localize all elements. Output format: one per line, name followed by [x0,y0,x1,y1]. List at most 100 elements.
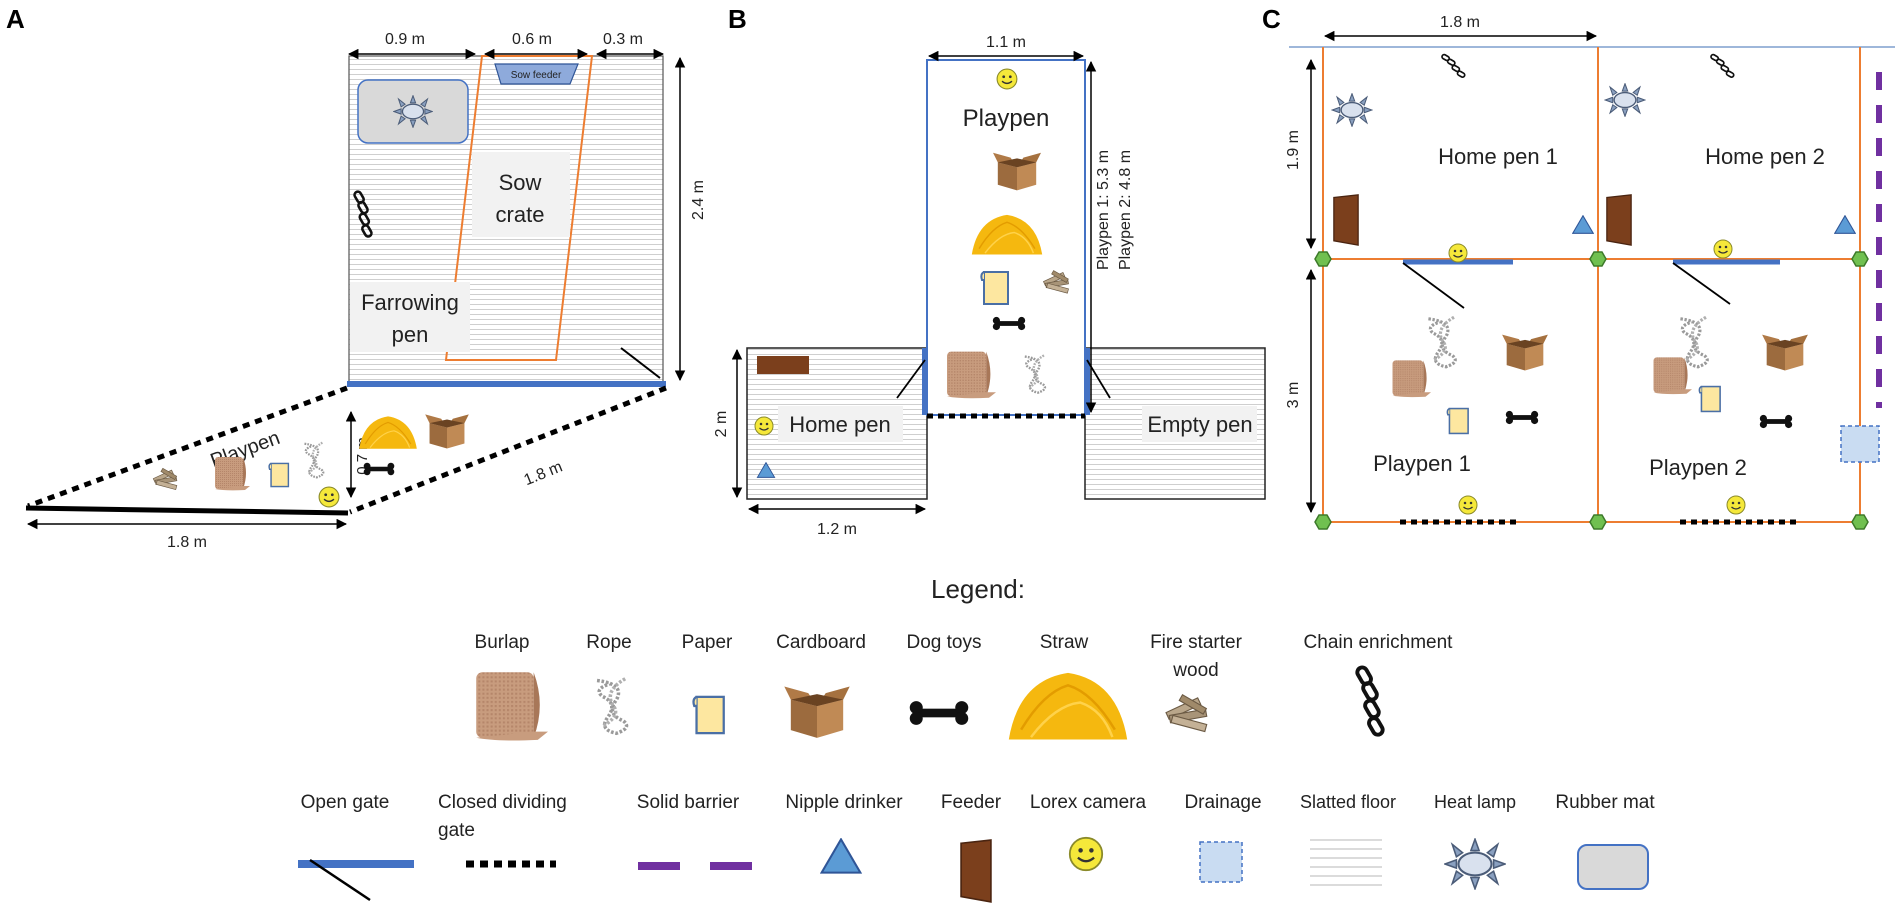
legend-title: Legend: [931,574,1025,604]
legend-cardboard-icon [784,686,850,738]
gate-swing-line [1672,262,1731,305]
legend-chain-icon [1356,666,1385,737]
sow-feeder-label: Sow feeder [511,70,562,81]
paper-icon [268,462,290,488]
legend-label: Chain enrichment [1304,632,1454,653]
closed-gate-a-left [27,385,348,509]
legend-label: Dog toys [907,632,982,653]
home-pen-1-label: Home pen 1 [1438,144,1558,169]
straw-icon [358,415,418,450]
legend-label: Closed dividing [438,792,567,813]
solid-wall-a [25,505,349,516]
playpen-1-label: Playpen 1 [1373,451,1471,476]
legend-label: Burlap [475,632,530,653]
legend-label: Drainage [1184,792,1261,813]
heat-lamp-icon [393,95,433,128]
heat-lamp-icon [1331,93,1373,127]
legend-feeder-icon [960,839,992,903]
rope-icon [303,441,325,479]
legend-label: Heat lamp [1434,792,1516,812]
dim-label: 1.2 m [817,521,857,538]
legend-burlap-icon [476,672,548,741]
sow-crate-label-1: Sow [499,170,542,195]
nipple-drinker-icon [1834,215,1856,234]
panel-label-b: B [728,4,747,34]
legend-rope-icon [595,676,629,736]
playpen-b-label: Playpen [963,105,1050,132]
legend-camera-icon [1068,836,1104,872]
dim-label: Playpen 1: 5.3 m [1095,150,1112,270]
legend-label: Lorex camera [1030,792,1147,813]
paper-icon [1446,407,1469,435]
legend-slatted-floor-icon [1310,839,1382,886]
sow-crate-label-bg [472,152,570,237]
panel-label-a: A [6,4,25,34]
farrowing-pen-label-1: Farrowing [361,290,459,315]
dog-toy-icon [363,462,395,476]
rope-icon [1426,315,1457,369]
dim-label: 2 m [713,411,730,438]
chain-icon [1707,47,1738,84]
burlap-icon [1653,357,1692,395]
legend-label: Nipple drinker [785,792,903,813]
dog-toy-icon [1759,414,1793,429]
post-markers [1314,251,1869,530]
cardboard-icon [993,152,1041,191]
camera-icon [318,486,340,508]
dim-label: 3 m [1285,382,1302,409]
burlap-icon [1392,360,1431,398]
legend-straw-icon [1007,671,1129,741]
empty-pen-label: Empty pen [1147,412,1252,437]
home-pen-b-label: Home pen [789,412,891,437]
heat-lamp-icon [1604,83,1646,117]
legend-dog-toy-icon [909,701,969,725]
dim-label: Playpen 2: 4.8 m [1117,150,1134,270]
feeder-icon [1606,194,1632,246]
dim-label: 1.9 m [1285,130,1302,170]
dim-label: 1.8 m [1440,14,1480,31]
camera-icon [1458,495,1478,515]
paper-icon [980,271,1009,305]
legend-label: Fire starter [1150,632,1243,653]
legend-label: Straw [1040,632,1089,653]
fire-starter-wood-icon [152,467,178,490]
legend-label: Cardboard [776,632,866,653]
camera-icon [754,416,774,436]
chain-icon [1438,47,1469,84]
closed-gate-a-right [349,385,667,515]
gate-swing-line [896,359,926,399]
cardboard-icon [425,414,469,449]
farrowing-pen-label-2: pen [392,322,429,347]
legend-label: Rubber mat [1555,792,1655,813]
drainage-icon [1840,425,1880,463]
feeder-icon [1333,194,1359,246]
legend-label: Slatted floor [1300,792,1396,812]
cardboard-icon [1502,334,1548,371]
dim-label: 0.9 m [385,31,425,48]
burlap-icon [215,457,250,491]
playpen-2-label: Playpen 2 [1649,455,1747,480]
legend-nipple-drinker-icon [820,838,862,874]
legend-rubber-mat-icon [1577,844,1649,890]
dim-label: 0.6 m [512,31,552,48]
camera-icon [1448,243,1468,263]
dog-toy-icon [1505,410,1539,425]
farrowing-label-bg [350,282,470,352]
dim-label: 0.3 m [603,31,643,48]
gate-swing-line [620,347,661,379]
dim-label: 1.8 m [167,534,207,551]
dim-label: 1.1 m [986,34,1026,51]
camera-icon [996,68,1018,90]
legend-label: Feeder [941,792,1002,813]
dim-label: 1.8 m [522,458,565,489]
legend-label: wood [1172,660,1218,681]
empty-pen-label-bg [1142,406,1257,442]
legend-label: Open gate [301,792,390,813]
paper-icon [1698,385,1721,413]
legend-label: Rope [586,632,631,653]
feeder-icon [757,356,809,374]
panel-label-c: C [1262,4,1281,34]
home-pen-label-bg [778,406,903,442]
legend-label: Solid barrier [637,792,740,813]
home-pen-2-label: Home pen 2 [1705,144,1825,169]
